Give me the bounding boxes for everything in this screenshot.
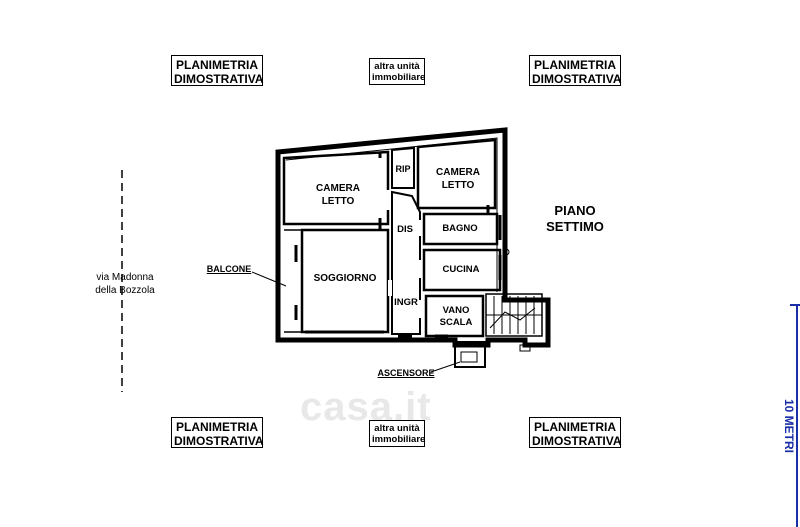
camera-letto-1-walls bbox=[282, 150, 390, 226]
stair-treads bbox=[486, 296, 542, 334]
dimostrativa-label: DIMOSTRATIVA bbox=[174, 433, 264, 448]
planimetria-box-bottom-right: PLANIMETRIA DIMOSTRATIVA bbox=[529, 417, 622, 448]
fixture-circle bbox=[502, 248, 510, 256]
room-label-cucina: CUCINA bbox=[442, 264, 480, 275]
bagno-walls bbox=[422, 212, 499, 246]
room-label-camera-letto-1: CAMERA LETTO bbox=[310, 183, 366, 208]
label-balcone: BALCONE bbox=[206, 264, 252, 274]
floor-label-line-2: SETTIMO bbox=[546, 218, 604, 234]
planimetria-label: PLANIMETRIA bbox=[534, 58, 616, 72]
balcone-area bbox=[284, 229, 303, 333]
dimostrativa-label: DIMOSTRATIVA bbox=[532, 71, 622, 86]
room-label-line: CAMERA bbox=[436, 167, 480, 178]
ascensore-cabin bbox=[460, 351, 478, 363]
cucina-walls bbox=[422, 248, 502, 292]
door-openings bbox=[386, 190, 422, 318]
room-label-line: VANO bbox=[442, 305, 470, 316]
scale-label: 10 METRI bbox=[782, 398, 796, 453]
planimetria-label: PLANIMETRIA bbox=[534, 420, 616, 434]
floor-label-line-1: PIANO bbox=[554, 203, 596, 218]
room-label-camera-letto-2: CAMERA LETTO bbox=[430, 167, 486, 192]
room-label-line: LETTO bbox=[321, 195, 355, 207]
planimetria-box-top-right: PLANIMETRIA DIMOSTRATIVA bbox=[529, 55, 622, 86]
room-label-bagno: BAGNO bbox=[442, 223, 478, 234]
room-label-line: CAMERA bbox=[316, 183, 360, 194]
street-label: via Madonna della Bozzola bbox=[88, 271, 162, 297]
planimetria-box-top-left: PLANIMETRIA DIMOSTRATIVA bbox=[171, 55, 264, 86]
dimostrativa-label: DIMOSTRATIVA bbox=[532, 433, 622, 448]
room-label-line: SCALA bbox=[439, 316, 473, 328]
vano-scala-walls bbox=[424, 294, 485, 338]
altra-unita-label: altra unità bbox=[374, 423, 420, 434]
walls bbox=[275, 127, 551, 368]
street-line-1: via Madonna bbox=[96, 272, 154, 283]
altra-unita-box-bottom: altra unità immobiliare bbox=[369, 420, 425, 447]
altra-unita-box-top: altra unità immobiliare bbox=[369, 58, 425, 85]
rip-walls bbox=[391, 146, 415, 189]
planimetria-box-bottom-left: PLANIMETRIA DIMOSTRATIVA bbox=[171, 417, 264, 448]
room-label-line: LETTO bbox=[441, 179, 475, 191]
room-label-vano-scala: VANO SCALA bbox=[432, 305, 480, 329]
dis-corridor-walls bbox=[391, 190, 421, 335]
window-marks bbox=[276, 152, 502, 338]
immobiliare-label: immobiliare bbox=[372, 71, 426, 83]
altra-unita-label: altra unità bbox=[374, 61, 420, 72]
floor-label: PIANO SETTIMO bbox=[545, 203, 605, 234]
room-label-dis: DIS bbox=[397, 224, 413, 235]
room-label-rip: RIP bbox=[395, 164, 411, 174]
planimetria-label: PLANIMETRIA bbox=[176, 58, 258, 72]
balcone-leader-line bbox=[251, 271, 287, 287]
dimostrativa-label: DIMOSTRATIVA bbox=[174, 71, 264, 86]
stair-arrows bbox=[489, 307, 536, 329]
fixture-rect bbox=[519, 344, 531, 352]
planimetria-label: PLANIMETRIA bbox=[176, 420, 258, 434]
room-label-soggiorno: SOGGIORNO bbox=[313, 273, 377, 284]
ascensore-walls bbox=[454, 341, 486, 368]
street-line-2: della Bozzola bbox=[95, 285, 155, 296]
immobiliare-label: immobiliare bbox=[372, 433, 426, 445]
ascensore-leader-line bbox=[430, 361, 461, 373]
room-label-ingr: INGR bbox=[394, 297, 418, 308]
camera-letto-2-walls bbox=[416, 138, 497, 210]
label-ascensore: ASCENSORE bbox=[377, 368, 435, 378]
outer-wall bbox=[275, 127, 551, 348]
